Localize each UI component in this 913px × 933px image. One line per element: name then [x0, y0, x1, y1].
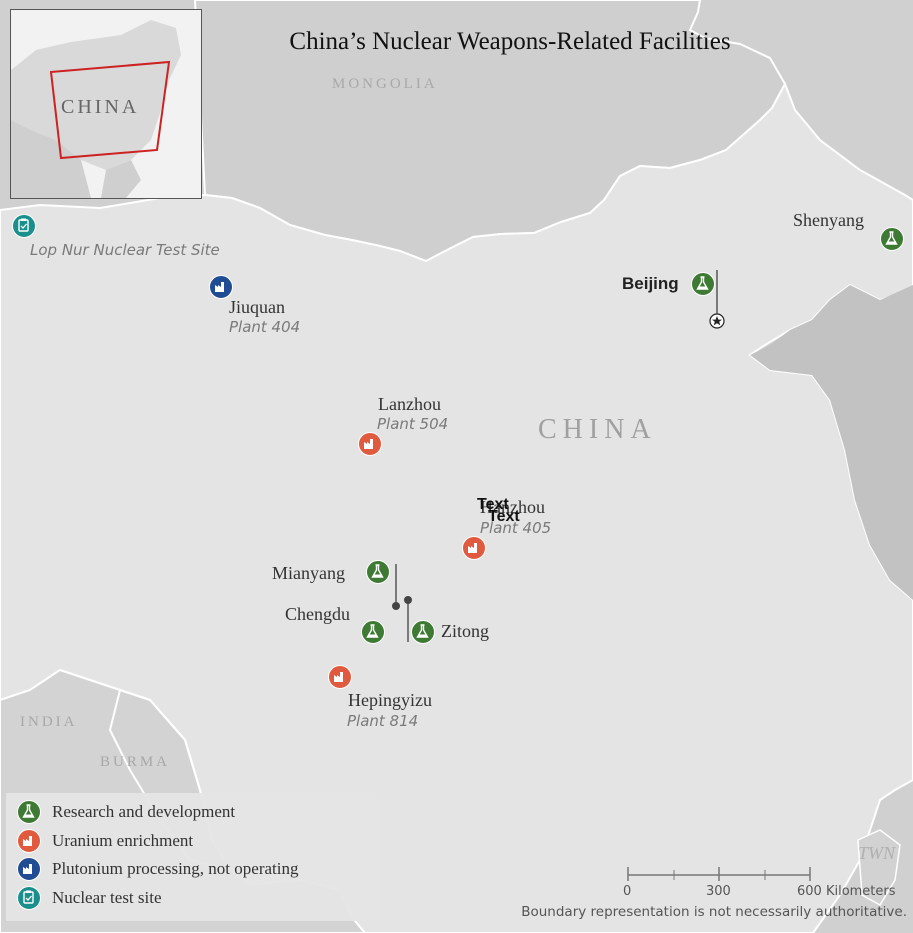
hepingyizu-plant-label: Plant 814 — [347, 712, 419, 730]
factory-icon — [215, 282, 224, 292]
taiwan-label: TWN — [858, 843, 896, 863]
hepingyizu-label: Hepingyizu — [348, 690, 432, 710]
flask-icon — [366, 624, 379, 638]
overlay-text-1: Text — [477, 496, 509, 513]
factory-icon — [334, 672, 343, 682]
map-title: China’s Nuclear Weapons-Related Faciliti… — [289, 28, 731, 55]
scale-label-0: 0 — [623, 884, 632, 899]
factory-icon — [468, 543, 477, 553]
flask-icon — [885, 231, 898, 245]
inset-southeast-land — [101, 160, 141, 198]
zitong-label: Zitong — [441, 621, 489, 641]
flask-icon — [416, 624, 429, 638]
beijing-marker[interactable] — [691, 272, 715, 296]
hanzhong-label: Hanzhou — [480, 497, 545, 517]
zitong-dot — [404, 596, 412, 604]
china-label: CHINA — [538, 414, 657, 445]
mianyang-label: Mianyang — [272, 563, 345, 583]
taiwan-shape — [857, 829, 901, 907]
disclaimer: Boundary representation is not necessari… — [521, 904, 907, 920]
hanzhong-plant-label: Plant 405 — [480, 519, 552, 537]
scale-label-600: 600 Kilometers — [797, 884, 896, 899]
clipboard-icon — [23, 890, 34, 904]
burma-label: BURMA — [100, 754, 171, 770]
inset-china-land — [11, 20, 181, 170]
flask-icon — [371, 564, 384, 578]
legend: Research and development Uranium enrichm… — [6, 793, 378, 921]
shenyang-label: Shenyang — [793, 210, 864, 230]
flask-icon — [22, 804, 35, 818]
lanzhou-plant-label: Plant 504 — [377, 415, 449, 433]
chengdu-marker[interactable] — [361, 620, 385, 644]
inset-map-shapes — [11, 20, 181, 198]
shenyang-marker[interactable] — [880, 227, 904, 251]
legend-label-test-site: Nuclear test site — [52, 888, 162, 907]
jiuquan-label: Jiuquan — [229, 297, 285, 317]
factory-icon — [23, 836, 32, 846]
legend-swatch-test-site — [17, 886, 41, 910]
hepingyizu-marker[interactable] — [328, 665, 352, 689]
chengdu-label: Chengdu — [285, 604, 350, 624]
lop-nur-label: Lop Nur Nuclear Test Site — [30, 241, 220, 259]
india-label: INDIA — [20, 714, 78, 730]
lanzhou-marker[interactable] — [358, 432, 382, 456]
mongolia-label: MONGOLIA — [332, 76, 438, 92]
legend-label-enrichment: Uranium enrichment — [52, 831, 194, 850]
scale-label-300: 300 — [706, 884, 731, 899]
mianyang-marker[interactable] — [366, 560, 390, 584]
capital-star-shape — [712, 316, 722, 326]
clipboard-icon — [18, 218, 29, 232]
zitong-marker[interactable] — [411, 620, 435, 644]
factory-icon — [23, 864, 32, 874]
jiuquan-marker[interactable] — [209, 275, 233, 299]
inset-south-land — [11, 120, 91, 198]
legend-swatch-rnd — [17, 800, 41, 824]
inset-frame — [49, 60, 171, 160]
jiuquan-plant-label: Plant 404 — [229, 318, 301, 336]
legend-label-plutonium: Plutonium processing, not operating — [52, 859, 299, 878]
inset-map: CHINA — [10, 9, 202, 199]
hanzhong-marker[interactable] — [462, 536, 486, 560]
mianyang-dot — [392, 602, 400, 610]
beijing-label: Beijing — [622, 274, 679, 293]
sea-shape — [750, 285, 913, 600]
legend-swatch-plutonium — [17, 857, 41, 881]
overlay-text-2: Text — [488, 508, 520, 525]
test-site-marker[interactable] — [12, 214, 36, 238]
inset-china-label: CHINA — [61, 96, 140, 118]
lanzhou-label: Lanzhou — [378, 394, 441, 414]
legend-label-rnd: Research and development — [52, 802, 236, 821]
legend-swatch-enrichment — [17, 829, 41, 853]
factory-icon — [364, 439, 373, 449]
flask-icon — [696, 276, 709, 290]
